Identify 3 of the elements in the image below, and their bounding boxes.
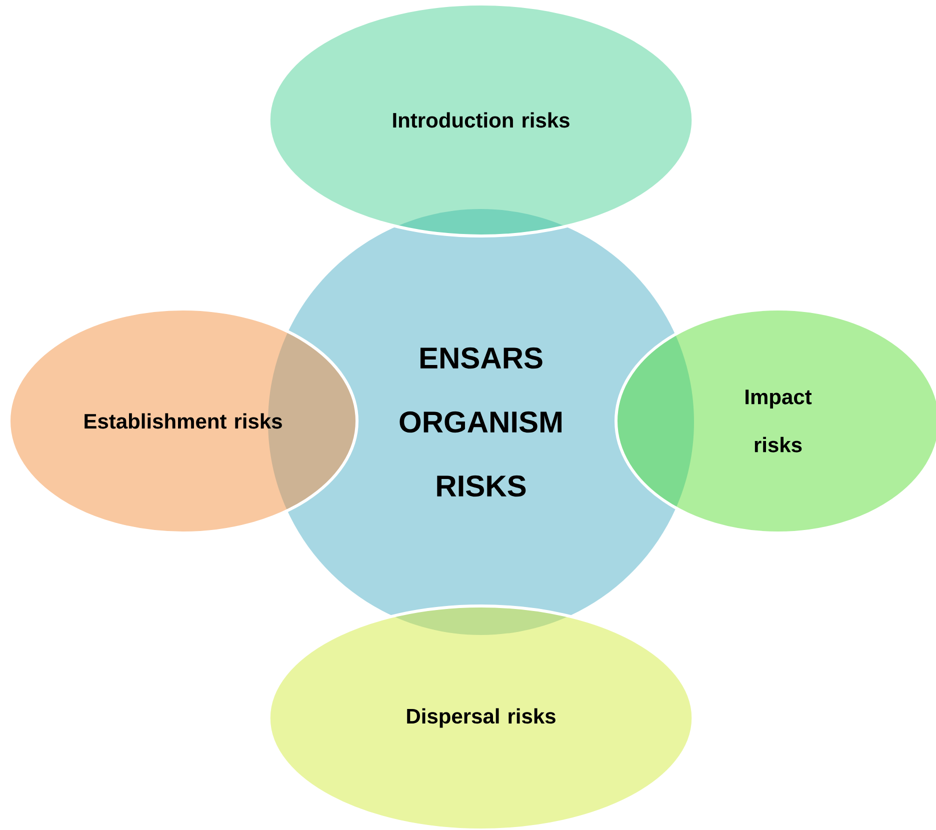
node-label: Dispersal risks [407,708,556,728]
node-label: Impact risks [746,390,812,452]
node-label: Introduction risks [393,112,570,128]
